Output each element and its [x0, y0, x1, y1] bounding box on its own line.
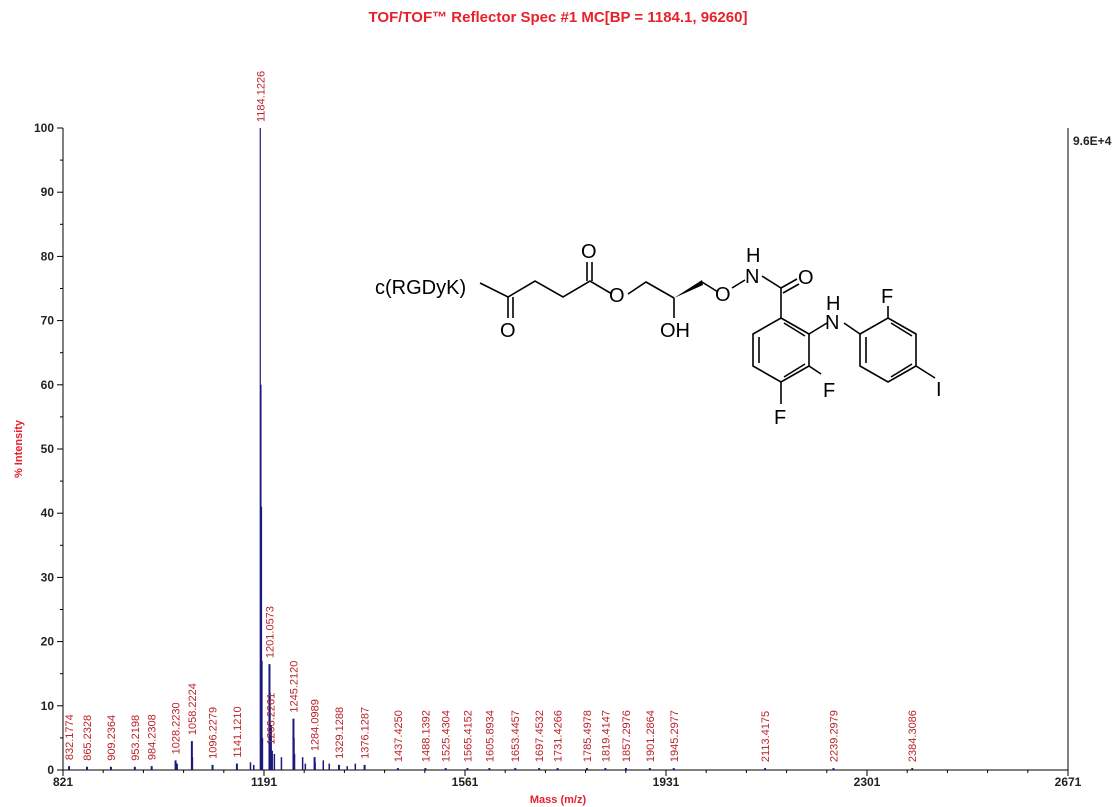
nc-bond	[761, 275, 782, 289]
atom-o-ether: O	[715, 284, 731, 306]
peak-label: 1525.4304	[441, 710, 453, 762]
peak-label: 2239.2979	[828, 710, 840, 762]
atom-o-ester: O	[609, 285, 625, 307]
y-tick-label: 30	[41, 570, 55, 584]
x-tick-label: 2301	[854, 775, 881, 789]
y-tick-label: 90	[41, 185, 55, 199]
y-tick-label: 60	[41, 378, 55, 392]
peak-label: 1201.0573	[264, 606, 276, 658]
x-ticks: 821 1191 1561 1931 2301 2671	[53, 770, 1082, 789]
peak-label: 1028.2230	[171, 702, 183, 754]
atom-f-ring1-bottom: F	[774, 407, 786, 429]
peak-label: 1697.4532	[534, 710, 546, 762]
atom-oh: OH	[660, 320, 690, 342]
axes	[62, 128, 1069, 771]
ring-1	[752, 317, 810, 383]
peak-label: 953.2198	[130, 715, 142, 761]
y-tick-label: 10	[41, 699, 55, 713]
x-tick-label: 1191	[251, 775, 277, 789]
chain-bonds-2	[627, 281, 675, 299]
ring-2	[859, 317, 917, 383]
peak-label: 1096.2279	[208, 707, 220, 759]
peak-label: 1058.2224	[187, 683, 199, 735]
peak-bars	[68, 128, 914, 770]
molecule-structure: c(RGDyK) O O O OH O N H O N H F F	[375, 241, 942, 429]
peak-label: 1819.4147	[600, 710, 612, 762]
peak-label: 1857.2976	[621, 710, 633, 762]
y-tick-label: 100	[34, 121, 54, 135]
peak-label: 909.2364	[106, 715, 118, 761]
ring-2-double-2	[890, 322, 913, 337]
f1-bond	[808, 365, 822, 375]
peak-label: 1488.1392	[420, 710, 432, 762]
atom-o-ketone-top: O	[581, 241, 597, 263]
chart-title: TOF/TOF™ Reflector Spec #1 MC[BP = 1184.…	[369, 9, 748, 26]
iodine-bond	[915, 365, 936, 379]
atom-n-amide: N	[745, 266, 759, 288]
chain-bonds-1	[479, 280, 613, 298]
wedge-bond	[674, 280, 703, 298]
rgdyk-label: c(RGDyK)	[375, 277, 466, 299]
amide-co-bond-1	[780, 278, 798, 289]
ring-1-double-2	[783, 322, 806, 337]
peak-label: 2384.3086	[907, 710, 919, 762]
peak-label: 1284.0989	[310, 699, 322, 751]
peak-label: 1565.4152	[462, 710, 474, 762]
peak-label: 1141.1210	[232, 706, 244, 757]
atom-n-aniline: N	[825, 312, 839, 334]
ether-bond	[701, 281, 719, 293]
peak-label: 865.2328	[82, 715, 94, 761]
x-tick-label: 1931	[653, 775, 680, 789]
ring-1-double-3	[783, 363, 806, 378]
atom-h-amide: H	[746, 245, 760, 267]
peak-label: 984.2308	[147, 714, 159, 760]
peak-label: 1785.4978	[582, 710, 594, 762]
x-tick-label: 821	[53, 775, 73, 789]
y-tick-label: 70	[41, 314, 55, 328]
ring-2-double-3	[890, 363, 913, 378]
y-tick-label: 50	[41, 442, 55, 456]
y-ticks: 0 10 20 30 40 50 60 70 80 90 100	[34, 121, 63, 777]
atom-o-amide: O	[798, 267, 814, 289]
peak-label: 2113.4175	[760, 711, 772, 762]
atom-f-ring1-right: F	[823, 380, 835, 402]
ring-nh-bond	[808, 322, 828, 335]
on-bond	[731, 279, 746, 289]
peak-label: 1945.2977	[669, 710, 681, 762]
y-tick-label: 40	[41, 506, 55, 520]
amide-co-bond-2	[782, 283, 800, 294]
atom-iodine: I	[936, 379, 942, 401]
peak-label: 832.1774	[64, 714, 76, 760]
peak-label: 1653.4457	[510, 710, 522, 762]
peak-label: 1605.8934	[484, 710, 496, 762]
y-axis-label: % Intensity	[13, 419, 25, 478]
peak-label: 1376.1287	[360, 707, 372, 759]
peak-label: 1731.4266	[553, 710, 565, 762]
peak-label: 1203.2261	[266, 693, 278, 745]
atom-f-ring2-top: F	[881, 286, 893, 308]
atom-o-ketone-bottom: O	[500, 320, 516, 342]
x-axis-label: Mass (m/z)	[530, 794, 587, 806]
peak-labels: 832.1774 865.2328 909.2364 953.2198 984.2308…	[64, 71, 919, 762]
peak-label: 1245.2120	[288, 661, 300, 713]
right-axis-scale-label: 9.6E+4	[1073, 134, 1112, 148]
peak-label: 1329.1288	[334, 707, 346, 759]
y-tick-label: 80	[41, 249, 55, 263]
peak-label: 1437.4250	[393, 710, 405, 762]
nh-ring2-bond	[843, 322, 861, 335]
atom-h-aniline: H	[826, 293, 840, 315]
peak-label: 1184.1226	[255, 71, 267, 122]
x-tick-label: 1561	[452, 775, 479, 789]
y-tick-label: 0	[47, 763, 54, 777]
x-tick-label: 2671	[1055, 775, 1082, 789]
y-tick-label: 20	[41, 635, 55, 649]
peak-label: 1901.2864	[645, 710, 657, 762]
